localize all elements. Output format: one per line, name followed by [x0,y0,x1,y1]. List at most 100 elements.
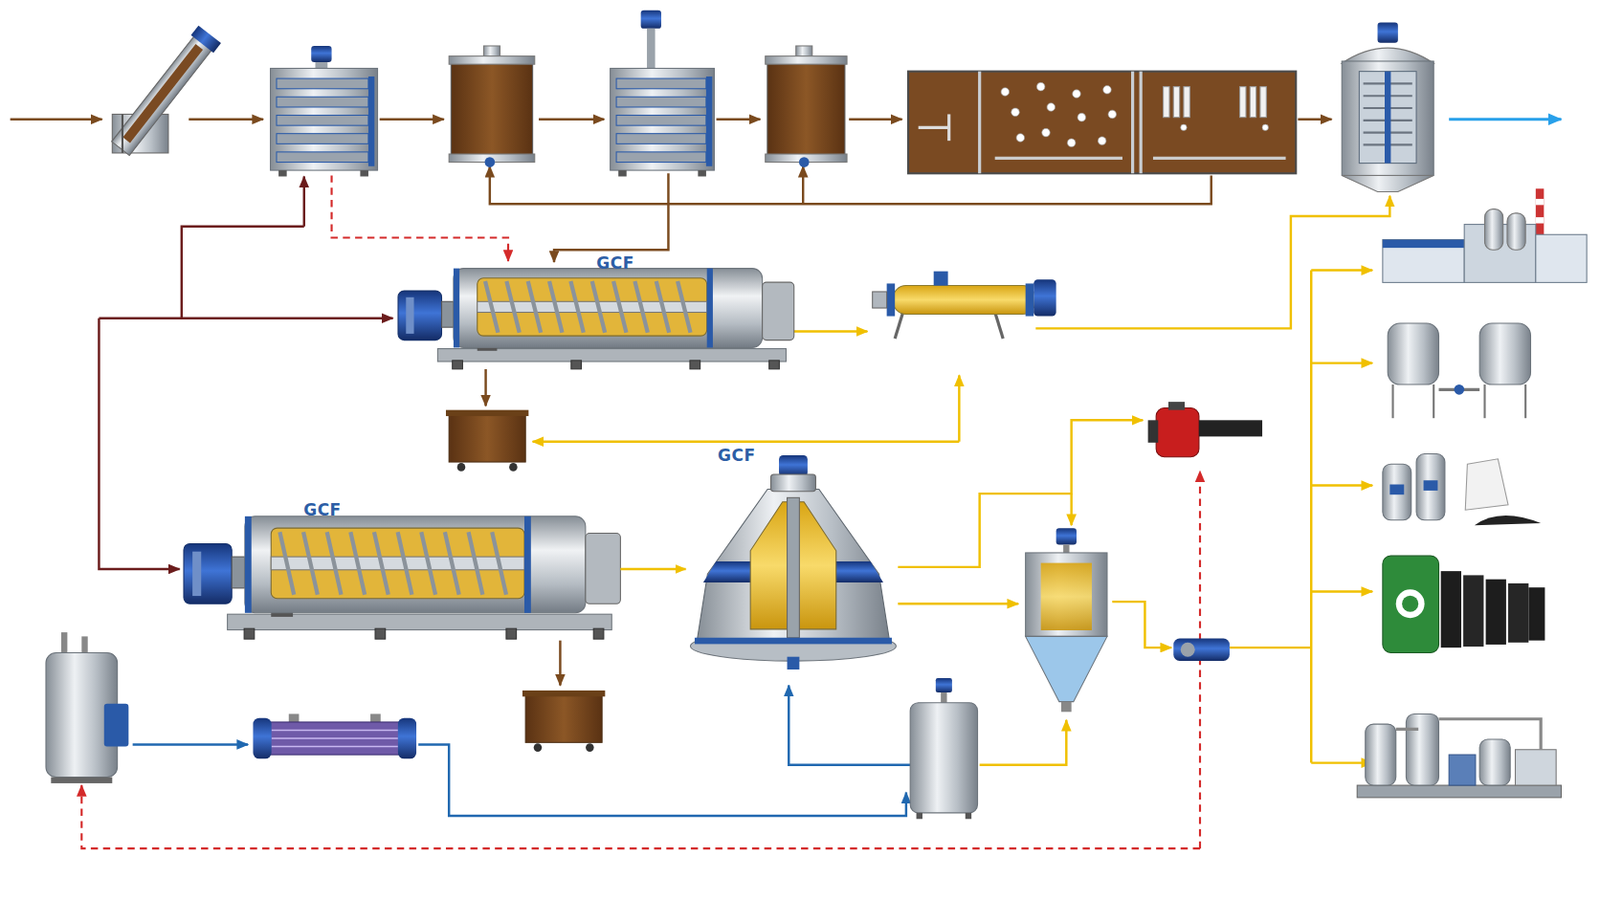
flotation-unit-part [641,10,662,29]
oil-pipe-part [1111,601,1172,648]
heat-exchanger [252,713,417,759]
flotation-unit-part [270,67,378,171]
waste-containers-part [1396,589,1425,619]
machine-part [453,268,763,349]
storage-tanks-part [1524,384,1527,419]
factory-part [1535,234,1587,283]
aeration-basin-part-part [1262,124,1268,131]
sludge-pipe-part [801,166,804,204]
aeration-basin-part-part [1163,87,1170,118]
screw-press-part [995,311,1004,339]
aeration-basin-part-part [1066,138,1076,148]
oil-pipe-part [1310,270,1312,764]
boiler-part [50,777,112,784]
waste-containers-part [1382,555,1440,653]
aeration-basin-part [1000,82,1268,147]
decanter-drawing [183,516,621,640]
conical-tank-part [1041,563,1092,631]
aeration-basin-part-part [1046,103,1056,112]
machine-part [593,628,604,640]
silos-and-bag-part [1382,464,1412,521]
water-tank [910,678,978,820]
heat-exchanger-part-part [271,737,399,740]
machine-part [405,297,414,334]
screw-flight [279,532,507,596]
waste-containers-part [1463,575,1484,647]
machine-part [453,268,460,349]
filter-vessel-part [1358,71,1417,164]
illustration-scaled [10,10,1587,850]
aeration-basin-part-part [1180,124,1187,131]
filter-vessel-part [1384,71,1391,164]
factory [1382,188,1587,283]
water-tank-part [935,678,953,693]
flotation-unit-part [646,28,656,71]
oil-pipe-part [1035,196,1390,330]
machine-outline [686,455,901,668]
inclined-screen [109,25,222,158]
heat-exchanger-part-part [271,730,399,733]
screw-press-part [933,271,949,287]
heat-exchanger-part [271,730,399,747]
inclined-screen-part-part [191,25,222,53]
aeration-basin-part [1139,71,1143,175]
machine-part [786,656,800,669]
silos-and-bag-part [1465,459,1509,511]
storage-tanks-part [1479,323,1531,385]
machine-part [244,628,255,640]
buffer-tank [765,45,847,168]
oil-pipe-part [1229,646,1312,649]
waste-containers-part [1528,587,1545,641]
inclined-screen-part-part [122,44,203,143]
sludge-pipe-part [554,173,668,263]
burner-part [1148,420,1159,443]
flotation-unit-part [697,170,707,177]
aeration-basin-part-part [1249,87,1256,118]
decanter-drawing [398,268,795,370]
machine-part [506,628,517,640]
aeration-basin-part-part [1072,89,1082,99]
process-skid-part [1365,724,1397,786]
flotation-unit-part [276,114,369,126]
flotation-unit-part [706,76,712,167]
process-skid-part [1405,713,1439,786]
process-skid-part [1396,719,1541,751]
brand-logo: GCF [303,500,342,520]
screw-press-part [887,283,896,316]
aeration-basin [908,71,1296,175]
sludge-pipe-part [10,118,103,121]
oil-pipe-part [533,440,960,443]
solids-bin-part [533,743,543,753]
filter-vessel [1341,22,1434,192]
flotation-unit-part [616,133,707,145]
filter-vessel-part [1341,61,1434,176]
aeration-basin-part [977,71,981,175]
flotation-unit-part [276,96,369,108]
flotation-unit-part [616,114,707,126]
factory-part [1535,199,1545,205]
burner-part [1168,401,1185,411]
machine-part [689,360,701,370]
burner-part [1155,408,1200,458]
oil-flow-arrow [620,568,686,571]
conical-tank-part [1025,636,1108,702]
aeration-basin-part [918,126,950,130]
machine-part [244,516,252,614]
flotation-unit-part [618,170,627,177]
sludge-pipe-part [558,641,561,687]
waste-containers-part [1401,596,1419,613]
aeration-basin-part [1163,87,1267,118]
process-skid-part [1356,785,1561,799]
flotation-unit-part [276,78,369,89]
solids-bin-part [448,413,526,463]
machine-outline [183,510,621,641]
factory-part [1507,213,1526,250]
aeration-basin-part [1153,156,1287,160]
flotation-unit-part [616,152,707,163]
aeration-basin-part-part [1173,87,1179,118]
machine-part [452,360,464,370]
waste-containers-part [1486,579,1507,645]
